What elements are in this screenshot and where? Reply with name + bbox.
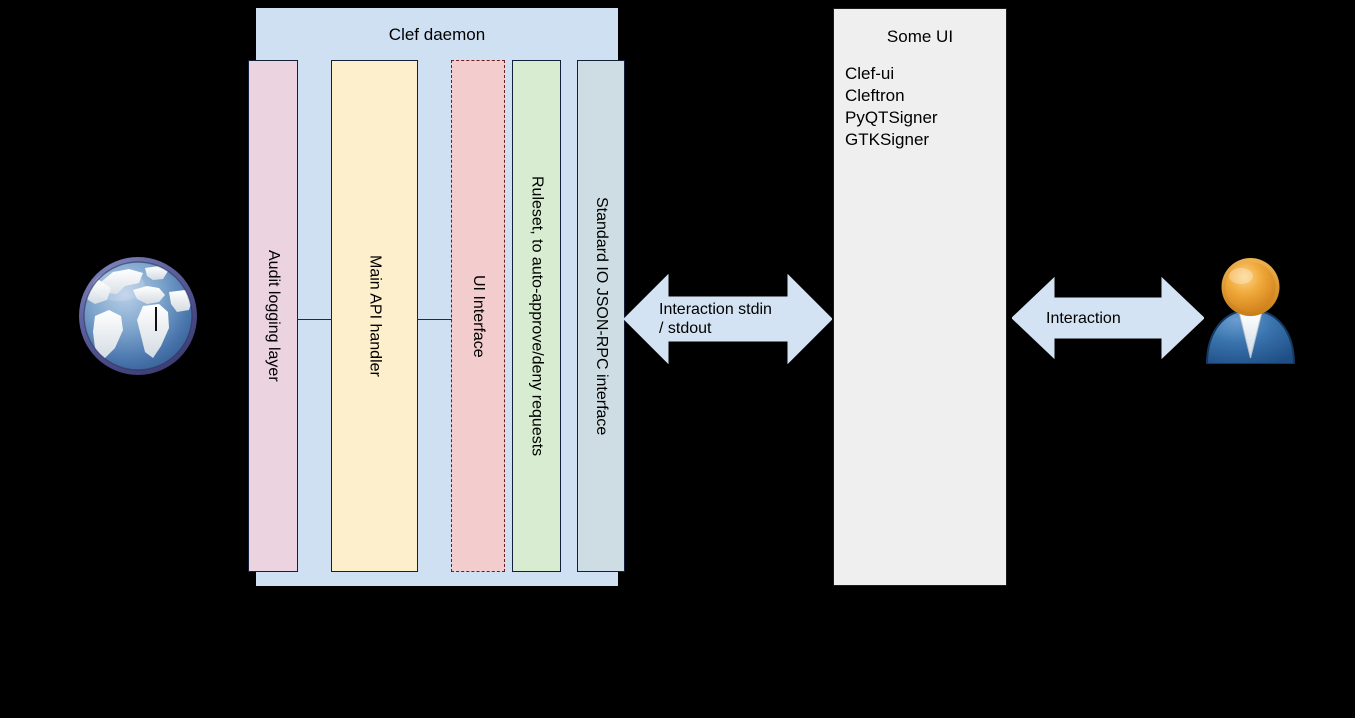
some-ui-panel: Some UI Clef-ui Cleftron PyQTSigner GTKS… <box>833 8 1007 586</box>
globe-icon <box>73 252 203 382</box>
arrow-daemon-to-some-ui: Interaction stdin / stdout <box>624 273 832 365</box>
list-item-cleftron[interactable]: Cleftron <box>845 86 905 105</box>
component-label-main-api-handler: Main API handler <box>366 255 384 377</box>
component-ui-interface[interactable]: UI Interface <box>451 60 505 572</box>
clef-daemon-panel: Clef daemon <box>256 8 618 586</box>
component-label-ruleset: Ruleset, to auto-approve/deny requests <box>528 175 546 457</box>
some-ui-implementation-list: Clef-ui Cleftron PyQTSigner GTKSigner <box>845 63 1003 151</box>
arrow-label-daemon-to-some-ui: Interaction stdin / stdout <box>659 301 772 337</box>
clef-daemon-title: Clef daemon <box>388 25 486 44</box>
arrow-some-ui-to-user: Interaction <box>1012 276 1204 360</box>
arrow-label-some-ui-to-user: Interaction <box>1046 309 1121 327</box>
list-item-clef-ui[interactable]: Clef-ui <box>845 64 895 83</box>
connector-api-to-ui <box>417 319 452 320</box>
component-label-stdio-jsonrpc-interface: Standard IO JSON-RPC interface <box>593 196 610 436</box>
list-item-pyqtsigner[interactable]: PyQTSigner <box>845 108 938 127</box>
component-audit-logging-layer[interactable]: Audit logging layer <box>248 60 298 572</box>
some-ui-title: Some UI <box>886 27 954 46</box>
component-main-api-handler[interactable]: Main API handler <box>331 60 418 572</box>
component-ruleset[interactable]: Ruleset, to auto-approve/deny requests <box>512 60 561 572</box>
component-label-ui-interface: UI Interface <box>470 274 487 358</box>
connector-audit-to-api <box>297 319 332 320</box>
user-icon <box>1199 252 1302 365</box>
component-stdio-jsonrpc-interface[interactable]: Standard IO JSON-RPC interface <box>577 60 625 572</box>
component-label-audit-logging-layer: Audit logging layer <box>265 250 282 382</box>
list-item-gtksigner[interactable]: GTKSigner <box>845 130 930 149</box>
